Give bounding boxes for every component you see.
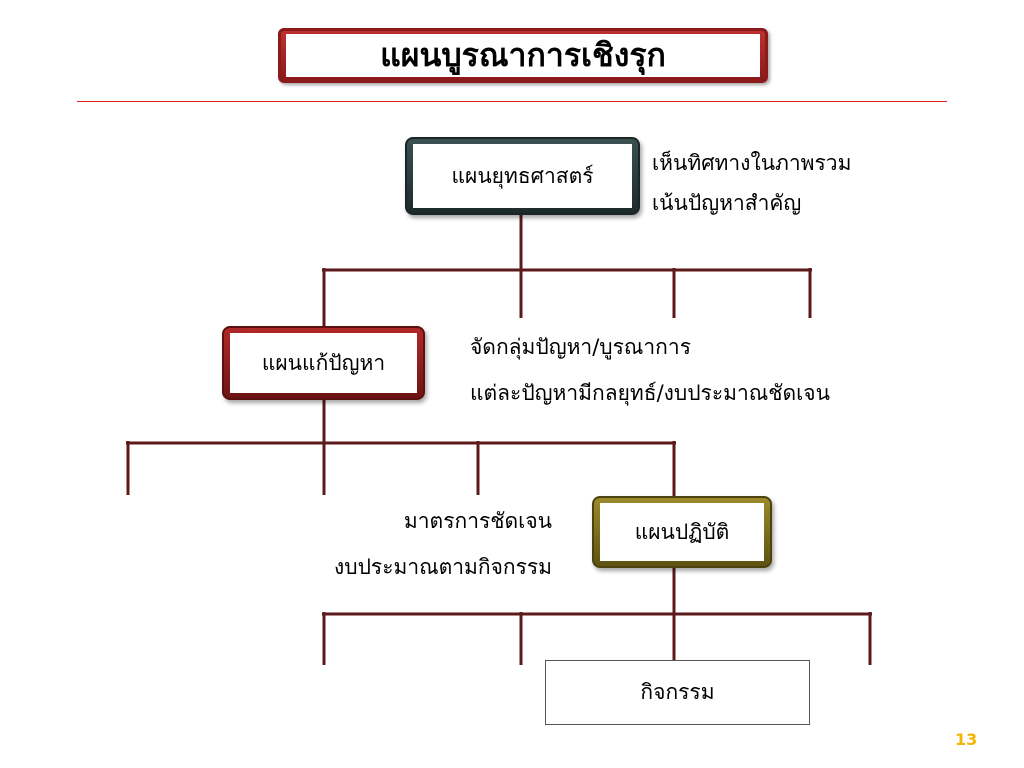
note-action-1: มาตรการชัดเจน [403, 509, 552, 533]
page-number: 13 [955, 730, 978, 749]
node-action-plan: แผนปฏิบัติ [592, 496, 772, 568]
node-action-plan-label: แผนปฏิบัติ [600, 503, 764, 561]
node-strategic-plan-label: แผนยุทธศาสตร์ [413, 144, 632, 208]
note-problem-1: จัดกลุ่มปัญหา/บูรณาการ [470, 335, 691, 359]
node-activity: กิจกรรม [545, 660, 810, 725]
node-strategic-plan: แผนยุทธศาสตร์ [405, 137, 640, 215]
title-divider [77, 101, 947, 102]
node-problem-plan: แผนแก้ปัญหา [222, 326, 425, 400]
note-strategic-2: เน้นปัญหาสำคัญ [652, 191, 802, 215]
title-frame: แผนบูรณาการเชิงรุก [278, 28, 768, 83]
slide-title: แผนบูรณาการเชิงรุก [286, 34, 760, 77]
note-strategic-1: เห็นทิศทางในภาพรวม [652, 151, 852, 175]
node-problem-plan-label: แผนแก้ปัญหา [230, 333, 417, 393]
note-action-2: งบประมาณตามกิจกรรม [334, 555, 552, 579]
note-problem-2: แต่ละปัญหามีกลยุทธ์/งบประมาณชัดเจน [470, 381, 830, 405]
